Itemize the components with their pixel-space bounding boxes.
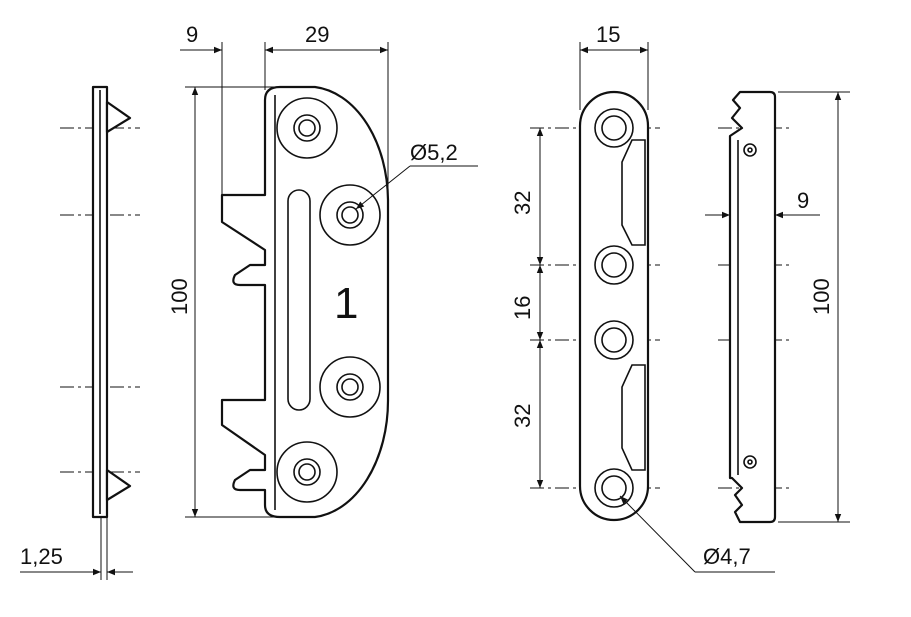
strip-height-label: 100 xyxy=(809,278,834,315)
strip-hole-diameter-label: Ø4,7 xyxy=(703,544,751,569)
strip-front-view: 15 32 16 32 Ø4,7 xyxy=(510,22,775,573)
thickness-label: 1,25 xyxy=(20,544,63,569)
depth-label: 9 xyxy=(797,188,809,213)
spacing-mid-label: 16 xyxy=(510,296,535,320)
strip-width-label: 15 xyxy=(596,22,620,47)
width-label: 29 xyxy=(305,22,329,47)
hole-diameter-label: Ø5,2 xyxy=(410,140,458,165)
spacing-top-label: 32 xyxy=(510,191,535,215)
part-number: 1 xyxy=(334,279,358,328)
offset-label: 9 xyxy=(186,22,198,47)
strip-side-view: 9 100 xyxy=(705,90,850,524)
side-view-plate: 1,25 xyxy=(20,85,140,580)
height-label: 100 xyxy=(167,278,192,315)
spacing-bottom-label: 32 xyxy=(510,404,535,428)
plate-view: 1 9 29 100 Ø5,2 xyxy=(167,22,478,519)
